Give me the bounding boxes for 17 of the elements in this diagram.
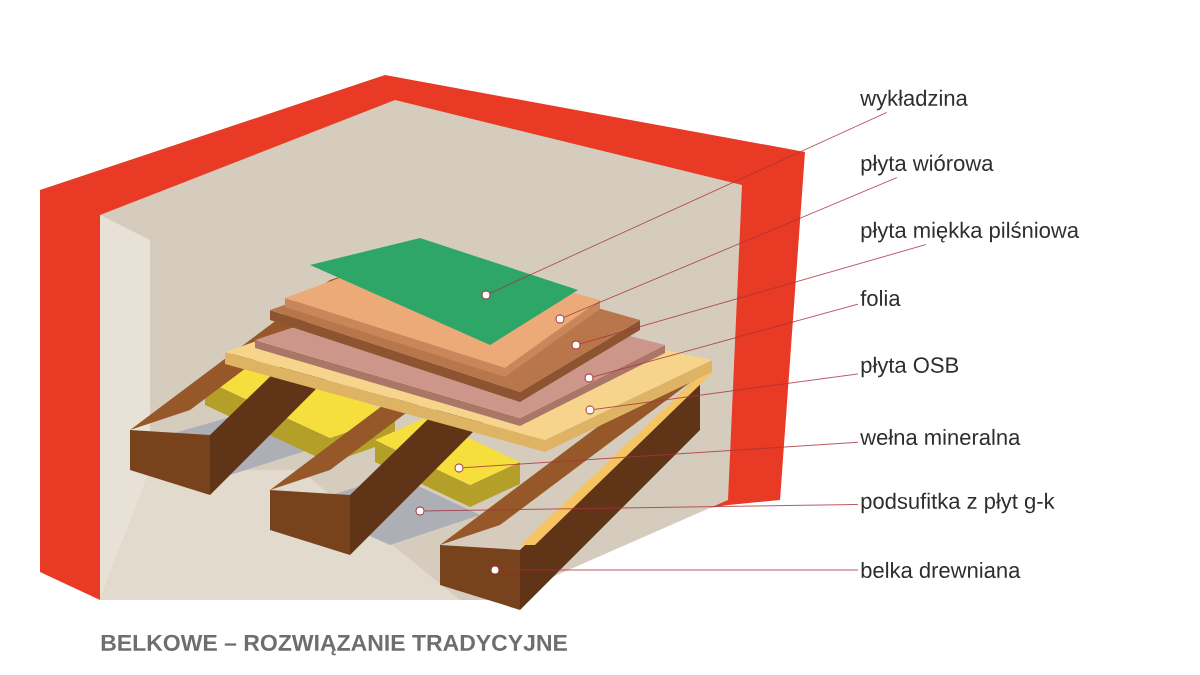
- caption: BELKOWE – ROZWIĄZANIE TRADYCYJNE: [101, 634, 567, 656]
- layer-label: podsufitka z płyt g-k: [861, 492, 1055, 514]
- layer-label: folia: [860, 289, 901, 307]
- leader-line: [463, 441, 859, 469]
- layer-label: płyta OSB: [861, 356, 959, 378]
- leader-line: [563, 177, 898, 318]
- layer-label: płyta miękka pilśniowa: [861, 221, 1079, 243]
- leader-line: [499, 569, 859, 571]
- leader-line: [594, 373, 859, 410]
- layer-label: płyta wiórowa: [861, 154, 994, 176]
- layer-label: wełna mineralna: [860, 428, 1021, 446]
- leader-line: [424, 504, 859, 512]
- leader-line: [592, 303, 859, 378]
- layer-label: belka drewniana: [861, 561, 1021, 579]
- layer-label: wykładzina: [860, 89, 968, 111]
- leader-line: [579, 244, 927, 345]
- leader-line: [489, 112, 888, 294]
